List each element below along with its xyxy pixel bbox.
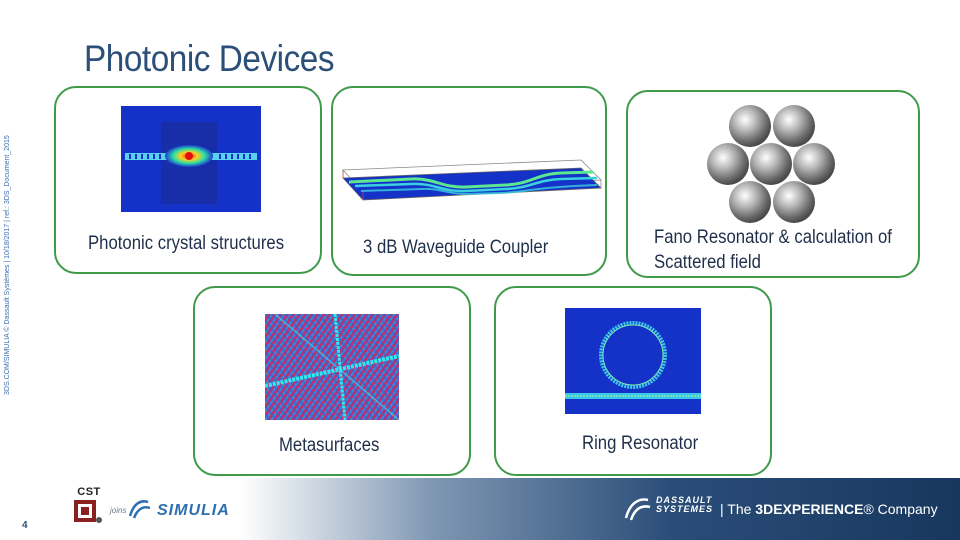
waveguide-coupler-caption: 3 dB Waveguide Coupler (363, 237, 549, 258)
ds-tagline: | The 3DEXPERIENCE® Company (720, 501, 938, 517)
card-waveguide-coupler: 3 dB Waveguide Coupler (331, 86, 607, 276)
simulia-ds-icon (128, 500, 151, 519)
copyright-side-text: 3DS.COM/SIMULIA © Dassault Systèmes | 10… (4, 135, 11, 395)
card-metasurfaces: Metasurfaces (193, 286, 471, 476)
photonic-crystal-image (121, 106, 261, 212)
ds-brand-line2: SYSTEMES (656, 504, 714, 514)
ds-brand-line1: DASSAULT (656, 495, 713, 505)
card-photonic-crystal: Photonic crystal structures (54, 86, 322, 274)
metasurface-image (265, 314, 399, 420)
ds-tag-bold: 3DEXPERIENCE (755, 501, 864, 517)
cst-logo-text: CST (77, 486, 101, 498)
slide-title: Photonic Devices (84, 38, 335, 79)
ring-resonator-image (565, 308, 701, 414)
waveguide-coupler-image (342, 159, 602, 201)
page-number: 4 (22, 520, 28, 531)
fano-caption-line2: Scattered field (654, 252, 761, 273)
simulia-logo-text: SIMULIA (157, 502, 230, 519)
joins-text: joins (110, 506, 127, 515)
ds-brand-text: DASSAULT SYSTEMES (656, 496, 713, 514)
ds-emblem-icon (624, 498, 651, 521)
cst-emblem-icon (74, 500, 102, 523)
metasurfaces-caption: Metasurfaces (279, 435, 380, 456)
photonic-crystal-caption: Photonic crystal structures (88, 233, 285, 254)
fano-caption-line1: Fano Resonator & calculation of (654, 227, 892, 248)
dassault-systemes-logo: DASSAULT SYSTEMES | The 3DEXPERIENCE® Co… (624, 496, 938, 522)
card-ring-resonator: Ring Resonator (494, 286, 772, 476)
footer-band (0, 478, 960, 540)
card-fano-resonator: Fano Resonator & calculation of Scattere… (626, 90, 920, 278)
ds-tag-suffix: ® Company (863, 501, 938, 517)
ds-tag-prefix: | The (720, 501, 756, 517)
ring-resonator-caption: Ring Resonator (582, 433, 699, 454)
cst-logo: CST (72, 486, 106, 531)
fano-spheres-image (707, 105, 835, 223)
